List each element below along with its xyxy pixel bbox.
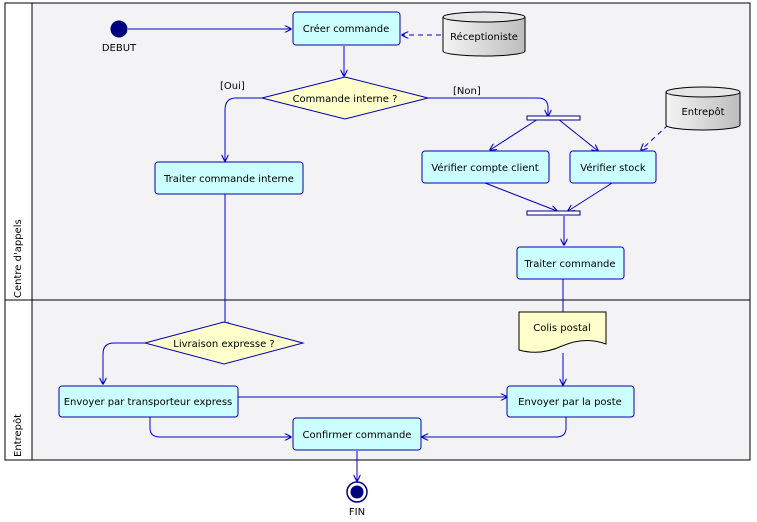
flow-express-to-confirmer	[149, 417, 291, 437]
fork-bar[interactable]	[526, 115, 581, 121]
datastore-label: Entrepôt	[681, 106, 724, 118]
flow-verifier-compte-to-join	[484, 182, 557, 211]
join-bar[interactable]	[526, 210, 581, 216]
connectors	[103, 29, 669, 481]
flow-poste-to-confirmer	[422, 417, 567, 437]
datastore-receptioniste[interactable]: Réceptioniste	[442, 11, 526, 57]
decision-commande-interne[interactable]: Commande interne ?	[261, 76, 429, 120]
flow-fork-to-verifier-compte	[490, 118, 539, 150]
activity-label: Envoyer par la poste	[518, 397, 622, 408]
guard-oui: [Oui]	[220, 81, 245, 92]
activity-verifier-compte-client[interactable]: Vérifier compte client	[421, 150, 550, 184]
flow-verifier-stock-to-join	[568, 182, 613, 211]
activity-verifier-stock[interactable]: Vérifier stock	[569, 150, 657, 184]
decision-label: Commande interne ?	[293, 94, 398, 105]
activity-confirmer-commande[interactable]: Confirmer commande	[292, 417, 422, 451]
flow-oui-to-traiter-interne	[225, 97, 262, 161]
flow-entrepot-to-verifier-stock	[641, 124, 669, 150]
datastore-entrepot[interactable]: Entrepôt	[665, 86, 741, 131]
flow-non-to-fork	[428, 97, 548, 116]
flow-livraison-to-envoyer-express	[103, 342, 145, 384]
activity-label: Confirmer commande	[303, 430, 412, 441]
guard-non: [Non]	[453, 86, 481, 97]
activity-label: Vérifier stock	[580, 162, 646, 174]
activity-envoyer-par-la-poste[interactable]: Envoyer par la poste	[506, 385, 635, 418]
object-colis-postal[interactable]: Colis postal	[518, 311, 607, 353]
lane-label-centre: Centre d'appels	[13, 219, 24, 298]
activity-creer-commande[interactable]: Créer commande	[292, 11, 401, 46]
activity-label: Créer commande	[303, 23, 390, 35]
start-label: DEBUT	[102, 43, 137, 54]
activity-traiter-commande-interne[interactable]: Traiter commande interne	[154, 161, 304, 195]
start-node[interactable]: DEBUT	[102, 20, 137, 54]
decision-label: Livraison expresse ?	[173, 339, 274, 350]
datastore-label: Réceptioniste	[450, 31, 518, 43]
flow-fork-to-verifier-stock	[557, 118, 598, 151]
lane-label-entrepot: Entrepôt	[12, 414, 24, 457]
activity-label: Traiter commande	[523, 259, 615, 270]
activity-envoyer-transporteur-express[interactable]: Envoyer par transporteur express	[58, 385, 239, 418]
object-label: Colis postal	[533, 323, 591, 334]
activity-label: Envoyer par transporteur express	[64, 397, 233, 408]
activity-label: Traiter commande interne	[163, 174, 294, 185]
activity-label: Vérifier compte client	[431, 162, 538, 174]
activity-traiter-commande[interactable]: Traiter commande	[516, 246, 625, 280]
end-label: FIN	[349, 507, 365, 518]
end-node[interactable]: FIN	[346, 481, 368, 518]
decision-livraison-expresse[interactable]: Livraison expresse ?	[143, 321, 305, 365]
